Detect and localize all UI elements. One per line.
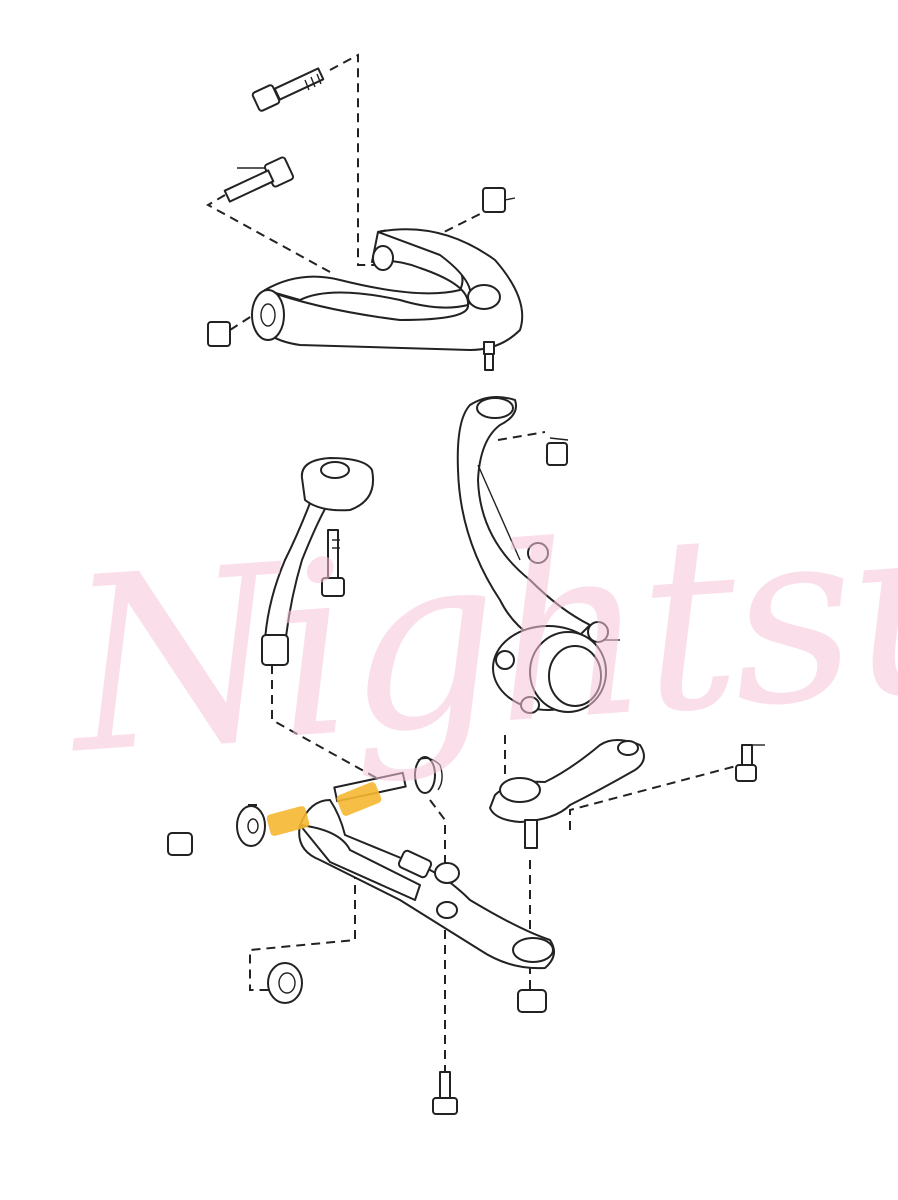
upper-arm-bolt-rear: [223, 156, 295, 203]
knuckle-nut: [546, 437, 569, 466]
upper-arm-bolt-front: [251, 67, 325, 112]
lower-control-arm: [298, 799, 555, 970]
strut-rod-bolt: [321, 529, 345, 597]
steering-knuckle: [456, 395, 591, 651]
upper-arm-nut-right: [482, 187, 506, 213]
castle-nut: [517, 989, 547, 1013]
lower-ball-joint-bolt: [735, 744, 765, 782]
upper-arm-nut-left: [207, 321, 231, 347]
bottom-bolt: [432, 1071, 458, 1115]
compliance-bushing: [267, 962, 303, 1004]
lower-arm-nut: [167, 832, 193, 856]
hub-bearing-flange: [492, 621, 620, 714]
lower-arm-bushing-front: [266, 806, 310, 836]
strut-rod: [261, 457, 374, 666]
upper-control-arm: [251, 228, 524, 371]
leader-lines: [205, 53, 741, 1075]
highlighted-bushings: [266, 782, 382, 836]
lower-arm-bushing-washer: [236, 805, 266, 847]
lower-ball-joint: [489, 739, 645, 849]
lower-arm-bushing-rear: [336, 782, 382, 816]
